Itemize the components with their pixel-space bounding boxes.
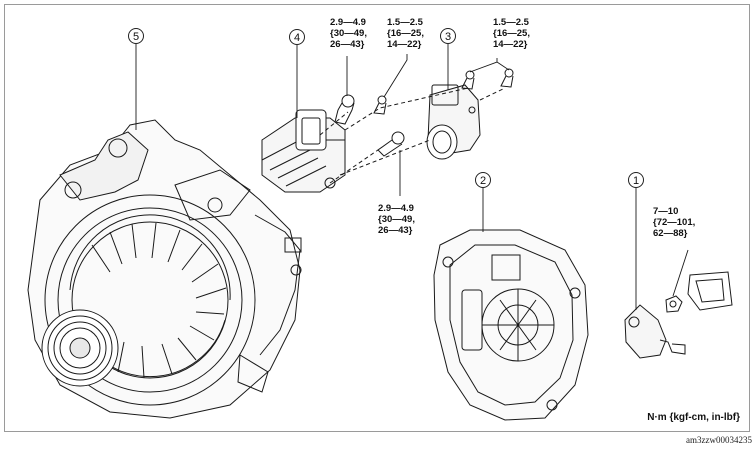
leader-lines	[135, 44, 689, 310]
torque-spec-screw-regulator: 2.9—4.9 {30—49, 26—43}	[330, 17, 367, 50]
voltage-regulator	[261, 109, 346, 193]
torque-line: {30—49,	[330, 28, 367, 39]
torque-spec-screw-small: 1.5—2.5 {16—25, 14—22}	[387, 17, 424, 50]
callout-1: 1	[628, 172, 644, 188]
torque-line: 7—10	[653, 206, 679, 217]
torque-line: 2.9—4.9	[330, 17, 366, 28]
torque-line: 2.9—4.9	[378, 203, 414, 214]
torque-line: {30—49,	[378, 214, 415, 225]
torque-units-label: N·m {kgf-cm, in-lbf}	[647, 412, 740, 423]
torque-line: 1.5—2.5	[387, 17, 423, 28]
callout-3: 3	[440, 28, 456, 44]
torque-line: 62—88}	[653, 228, 688, 239]
torque-line: {16—25,	[493, 28, 530, 39]
alternator-assembly	[27, 119, 302, 419]
torque-line: {72—101,	[653, 217, 696, 228]
torque-spec-screw-center: 2.9—4.9 {30—49, 26—43}	[378, 203, 415, 236]
callout-4: 4	[289, 29, 305, 45]
brush-holder	[426, 84, 481, 160]
torque-line: 14—22}	[493, 39, 528, 50]
callout-5: 5	[128, 28, 144, 44]
rear-cover	[433, 229, 589, 421]
screws	[334, 68, 514, 157]
torque-line: 26—43}	[378, 225, 413, 236]
torque-line: 26—43}	[330, 39, 365, 50]
torque-line: {16—25,	[387, 28, 424, 39]
assembly-guide-lines	[319, 87, 506, 184]
callout-2: 2	[475, 172, 491, 188]
torque-spec-screw-brush-holder: 1.5—2.5 {16—25, 14—22}	[493, 17, 530, 50]
figure-code: am3zzw00034235	[686, 435, 752, 445]
torque-spec-nut: 7—10 {72—101, 62—88}	[653, 206, 695, 239]
diagram-frame	[4, 4, 750, 432]
terminal-sensor-nut-gasket	[624, 271, 733, 359]
torque-line: 1.5—2.5	[493, 17, 529, 28]
torque-line: 14—22}	[387, 39, 422, 50]
